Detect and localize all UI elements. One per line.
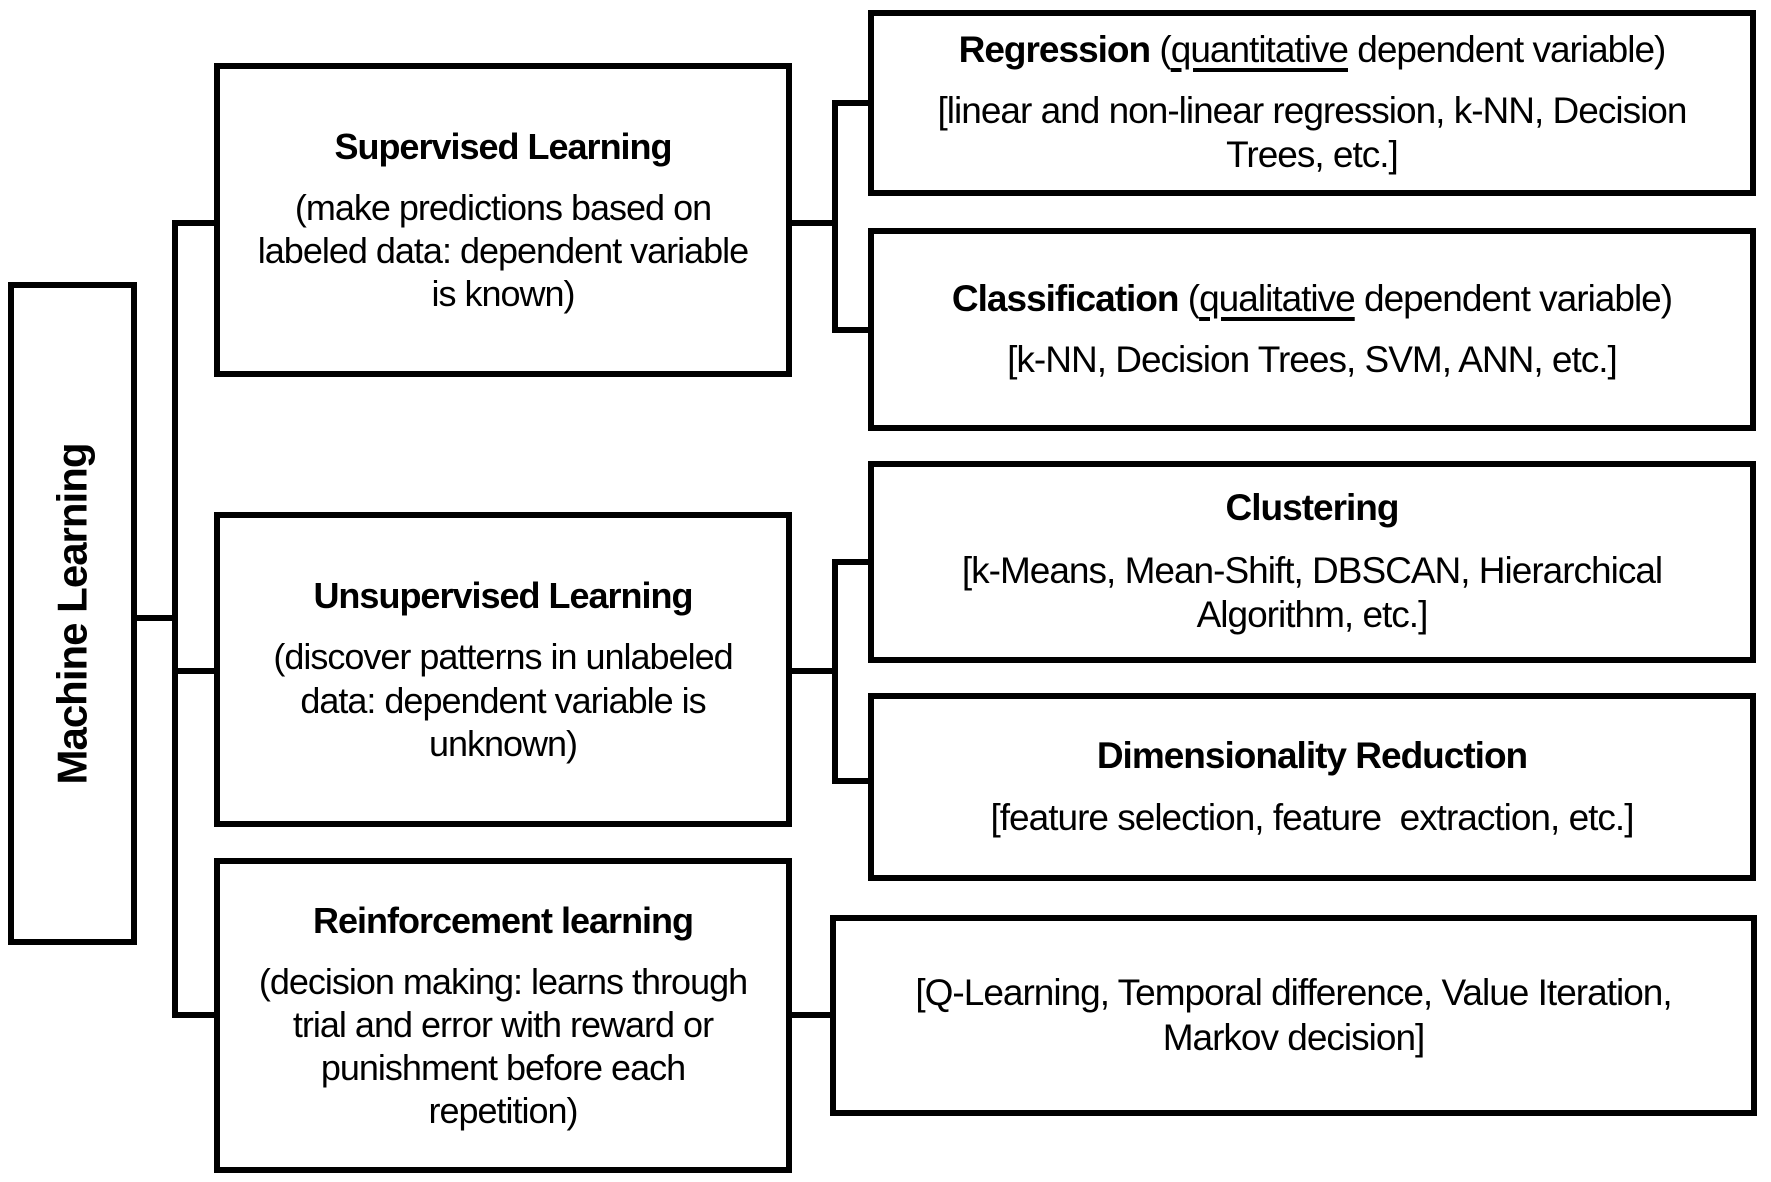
connector-spine-to-supervised: [172, 220, 214, 226]
classification-title-post: dependent variable): [1354, 278, 1673, 320]
reinforcement-learning-box: Reinforcement learning (decision making:…: [214, 858, 792, 1173]
connector-reinforcement-to-methods: [792, 1012, 830, 1018]
regression-methods-line: Trees, etc.]: [1226, 134, 1399, 176]
connector-supervised-to-bracket: [792, 220, 838, 226]
reinforcement-learning-desc-line: punishment before each: [320, 1047, 686, 1089]
regression-title-pre: (: [1150, 29, 1171, 71]
machine-learning-box: Machine Learning: [8, 282, 137, 945]
regression-title-post: dependent variable): [1348, 29, 1666, 71]
connector-root-to-spine: [137, 615, 178, 621]
dimensionality-reduction-methods-line: [feature selection, feature extraction, …: [990, 797, 1635, 838]
connector-spine-to-reinforcement: [172, 1012, 214, 1018]
regression-methods-line: [linear and non-linear regression, k-NN,…: [937, 89, 1688, 131]
regression-title-bold: Regression: [958, 29, 1152, 71]
classification-title-pre: (: [1178, 278, 1200, 320]
reinforcement-learning-desc-line: trial and error with reward or: [292, 1003, 714, 1045]
classification-box: Classification (qualitative dependent va…: [868, 228, 1756, 431]
clustering-methods-line: Algorithm, etc.]: [1196, 594, 1429, 636]
regression-title-underlined: quantitative: [1170, 29, 1349, 71]
unsupervised-learning-desc-line: unknown): [428, 722, 578, 764]
clustering-methods-line: [k-Means, Mean-Shift, DBSCAN, Hierarchic…: [961, 549, 1663, 591]
connector-bracket-to-regression: [832, 100, 868, 106]
unsupervised-learning-desc-line: (discover patterns in unlabeled: [273, 636, 733, 678]
supervised-learning-desc-line: (make predictions based on: [294, 186, 712, 228]
machine-learning-label: Machine Learning: [48, 442, 96, 785]
supervised-learning-desc-line: is known): [431, 273, 575, 315]
dimensionality-reduction-box: Dimensionality Reduction [feature select…: [868, 693, 1756, 881]
reinforcement-methods-line: Markov decision]: [1162, 1016, 1426, 1058]
unsupervised-learning-desc-line: data: dependent variable is: [300, 679, 706, 721]
classification-title: Classification (qualitative dependent va…: [951, 277, 1673, 321]
reinforcement-learning-desc-line: repetition): [428, 1090, 578, 1132]
clustering-title: Clustering: [1225, 487, 1400, 529]
reinforcement-learning-desc-line: (decision making: learns through: [258, 960, 748, 1002]
supervised-learning-title: Supervised Learning: [334, 125, 672, 167]
clustering-box: Clustering [k-Means, Mean-Shift, DBSCAN,…: [868, 461, 1756, 663]
reinforcement-methods-box: [Q-Learning, Temporal difference, Value …: [830, 915, 1757, 1116]
classification-title-bold: Classification: [951, 278, 1180, 320]
supervised-learning-desc-line: labeled data: dependent variable: [257, 230, 749, 271]
connector-supervised-bracket: [832, 100, 838, 333]
regression-box: Regression (quantitative dependent varia…: [868, 10, 1756, 196]
connector-unsupervised-bracket: [832, 559, 838, 784]
connector-bracket-to-clustering: [832, 559, 868, 565]
supervised-learning-box: Supervised Learning (make predictions ba…: [214, 63, 792, 377]
connector-unsupervised-to-bracket: [792, 668, 838, 674]
connector-bracket-to-dimensionality: [832, 778, 868, 784]
classification-methods-line: [k-NN, Decision Trees, SVM, ANN, etc.]: [1007, 338, 1618, 380]
connector-spine-to-unsupervised: [172, 668, 214, 674]
reinforcement-methods-line: [Q-Learning, Temporal difference, Value …: [915, 972, 1672, 1014]
dimensionality-reduction-title: Dimensionality Reduction: [1096, 734, 1528, 776]
unsupervised-learning-box: Unsupervised Learning (discover patterns…: [214, 512, 792, 827]
reinforcement-learning-title: Reinforcement learning: [312, 899, 694, 941]
connector-left-spine: [172, 220, 178, 1018]
regression-title: Regression (quantitative dependent varia…: [958, 28, 1667, 72]
classification-title-underlined: qualitative: [1199, 278, 1356, 320]
connector-bracket-to-classification: [832, 327, 868, 333]
unsupervised-learning-title: Unsupervised Learning: [313, 575, 693, 617]
